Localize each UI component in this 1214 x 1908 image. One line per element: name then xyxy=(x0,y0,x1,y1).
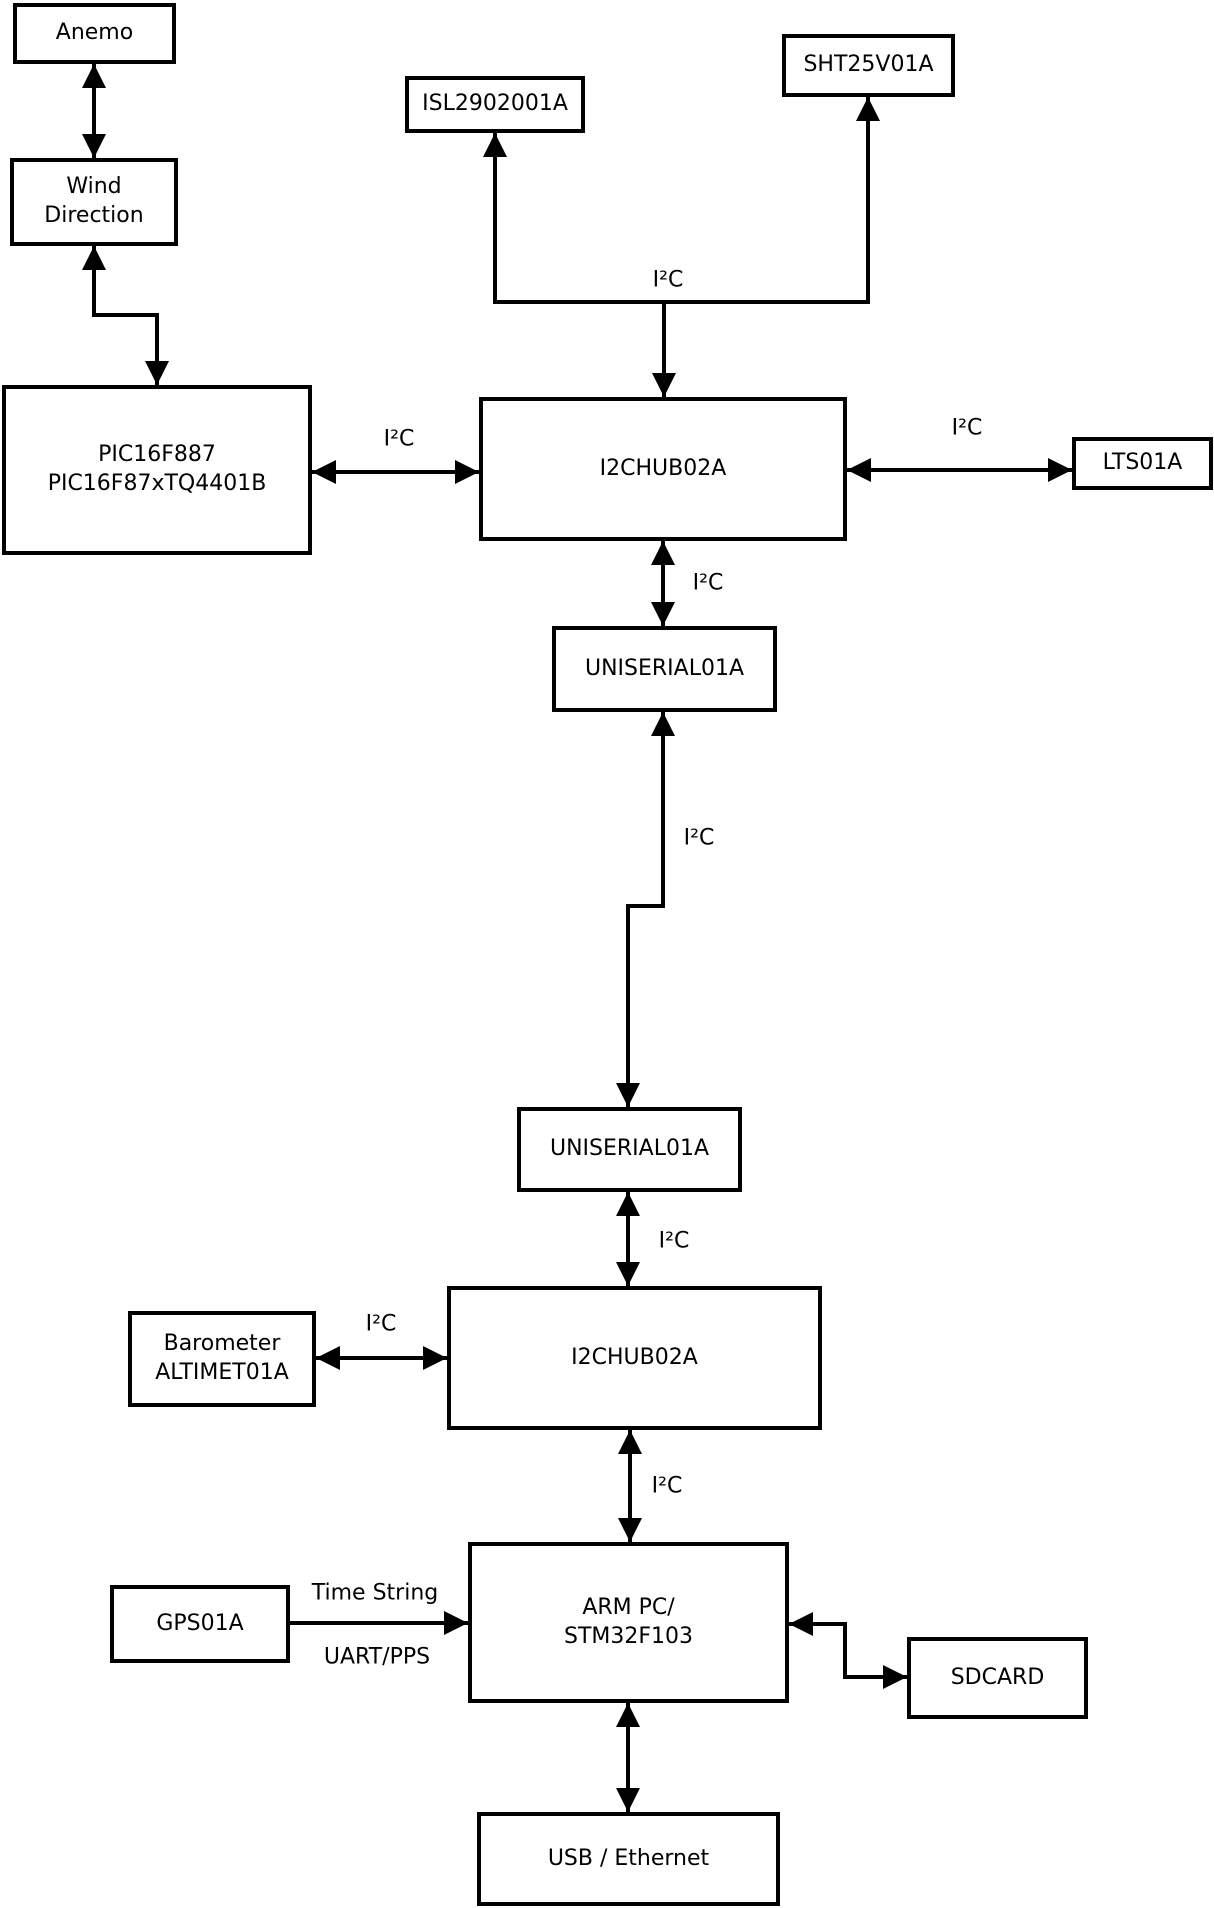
edge-label-hub1-lts: I²C xyxy=(951,415,983,441)
edge-label-uart-pps: UART/PPS xyxy=(323,1644,431,1670)
node-uniserial01a-top-label: UNISERIAL01A xyxy=(584,655,745,681)
node-pic16f887-line1: PIC16F887 xyxy=(98,442,216,468)
node-anemo: Anemo xyxy=(13,3,176,64)
node-pic16f887: PIC16F887 PIC16F87xTQ4401B xyxy=(2,385,312,555)
node-usb-ethernet: USB / Ethernet xyxy=(477,1812,780,1906)
node-sht25v01a: SHT25V01A xyxy=(782,34,955,97)
node-sht25v01a-label: SHT25V01A xyxy=(803,52,934,78)
edge-label-pic-hub1: I²C xyxy=(383,426,415,452)
edge-bus-isl-sht xyxy=(483,97,880,304)
node-arm-pc-line2: STM32F103 xyxy=(563,1623,694,1649)
edge-label-baro-hub2: I²C xyxy=(365,1311,397,1337)
node-usb-ethernet-label: USB / Ethernet xyxy=(547,1845,710,1871)
node-arm-pc-stm32f103: ARM PC/ STM32F103 xyxy=(468,1542,789,1703)
node-lts01a: LTS01A xyxy=(1072,437,1213,490)
node-wind-direction: Wind Direction xyxy=(10,158,178,246)
node-sdcard: SDCARD xyxy=(907,1637,1088,1719)
node-anemo-label: Anemo xyxy=(55,20,134,46)
node-uniserial01a-bottom-label: UNISERIAL01A xyxy=(549,1136,710,1162)
node-barometer-line1: Barometer xyxy=(163,1331,281,1357)
node-barometer-altimet01a: Barometer ALTIMET01A xyxy=(128,1311,316,1407)
node-wind-direction-line2: Direction xyxy=(44,203,144,228)
edge-label-bus-top: I²C xyxy=(652,267,684,293)
node-i2chub02a-top: I2CHUB02A xyxy=(479,397,847,541)
node-barometer-line2: ALTIMET01A xyxy=(155,1360,289,1385)
edge-label-uni1-uni2: I²C xyxy=(683,825,715,851)
node-gps01a-label: GPS01A xyxy=(156,1610,244,1636)
node-wind-direction-line1: Wind xyxy=(66,174,122,200)
node-pic16f887-line2: PIC16F87xTQ4401B xyxy=(47,471,267,496)
edge-wind-pic xyxy=(82,246,169,385)
edge-label-hub2-arm: I²C xyxy=(651,1473,683,1499)
node-arm-pc-line1: ARM PC/ xyxy=(582,1594,675,1620)
node-i2chub02a-bottom-label: I2CHUB02A xyxy=(571,1344,698,1370)
node-isl2902001a-label: ISL2902001A xyxy=(422,91,568,117)
node-gps01a: GPS01A xyxy=(110,1585,290,1663)
node-lts01a-label: LTS01A xyxy=(1102,450,1183,476)
node-isl2902001a: ISL2902001A xyxy=(405,76,585,133)
edge-uni1-uni2 xyxy=(616,712,675,1107)
edge-arm-sdcard xyxy=(789,1612,907,1689)
node-uniserial01a-top: UNISERIAL01A xyxy=(552,626,777,712)
node-i2chub02a-bottom: I2CHUB02A xyxy=(447,1286,822,1430)
node-uniserial01a-bottom: UNISERIAL01A xyxy=(517,1107,742,1192)
node-i2chub02a-top-label: I2CHUB02A xyxy=(599,455,727,481)
edge-label-hub1-uni1: I²C xyxy=(692,570,724,596)
edge-label-time-string: Time String xyxy=(311,1580,439,1606)
node-sdcard-label: SDCARD xyxy=(950,1664,1045,1690)
edge-label-uni2-hub2: I²C xyxy=(658,1228,690,1254)
